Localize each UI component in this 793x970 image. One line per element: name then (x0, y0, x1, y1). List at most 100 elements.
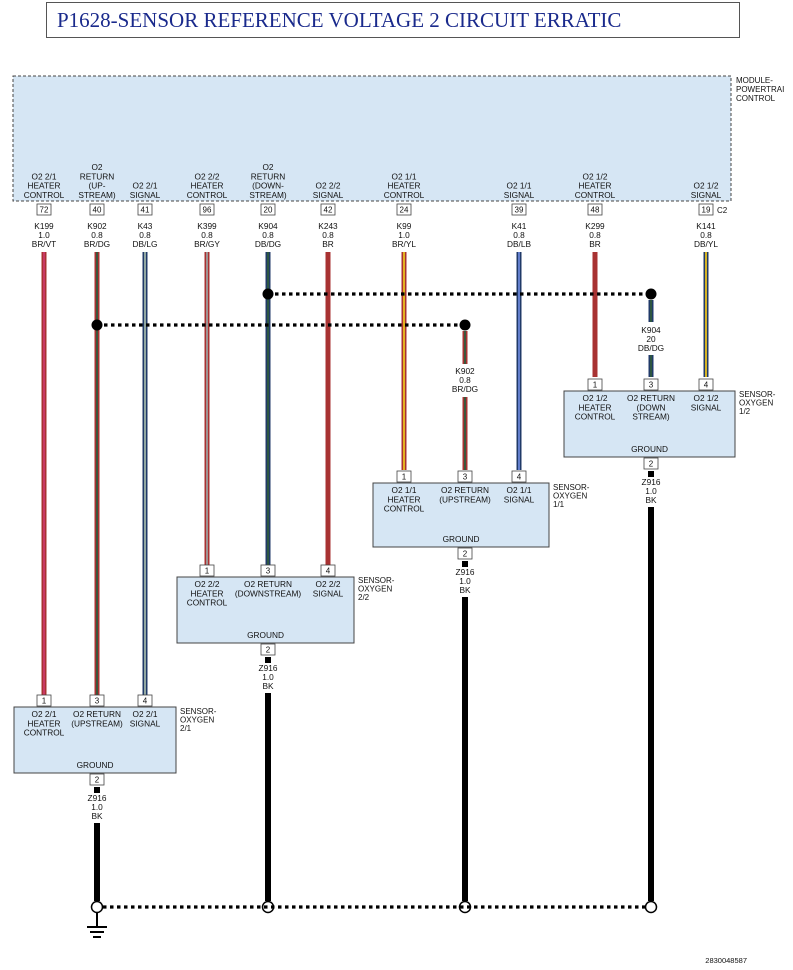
sensor-pin (36, 694, 52, 707)
sensor-pin-label: CONTROL (575, 412, 616, 422)
module-pin-function: HEATER (387, 181, 420, 191)
splice-k902-origin (91, 319, 103, 331)
wire-k43-stripe (144, 252, 146, 695)
module-pin (698, 203, 714, 216)
wire-color: BR/GY (194, 239, 220, 249)
sensor-pin-label: (UPSTREAM) (71, 718, 123, 728)
ground-wire (648, 507, 654, 901)
wire-gauge: 1.0 (398, 230, 410, 240)
module-pin (36, 203, 52, 216)
module-pin-function: (UP- (88, 181, 105, 191)
wire-gauge: 0.8 (91, 230, 103, 240)
wire-circuit: K399 (197, 221, 217, 231)
sensor-pin-label: SIGNAL (691, 402, 722, 412)
sensor-pin-label: O2 1/1 (392, 485, 417, 495)
sensor-name: SENSOR- (739, 390, 776, 399)
module-pin (396, 203, 412, 216)
wire-k902-main-stripe (96, 252, 98, 695)
module-pin-function: HEATER (578, 181, 611, 191)
ground-wire-stub (265, 657, 271, 663)
sensor-pin-label: 1 (205, 567, 210, 576)
module-pin-function: O2 2/1 (133, 181, 158, 191)
sensor-pin-label: HEATER (578, 402, 611, 412)
ground-wire-gauge: 1.0 (459, 576, 471, 586)
sensor-pin-label: SIGNAL (504, 494, 535, 504)
sensor-box (13, 706, 177, 774)
sensor-name: SENSOR- (358, 576, 395, 585)
wire-k199-stripe (43, 252, 45, 695)
module-pin-label: 19 (702, 206, 711, 215)
wire-color: BR (322, 239, 334, 249)
ground-wire-gauge: 1.0 (262, 672, 274, 682)
sensor-pin-label: O2 1/2 (694, 393, 719, 403)
wire-color: BR/VT (32, 239, 56, 249)
module-pin-function: O2 1/2 (694, 181, 719, 191)
module-name: POWERTRAI (736, 85, 784, 94)
connector-label: C2 (717, 206, 728, 215)
module-pin (260, 203, 276, 216)
sensor-ground-label: GROUND (77, 760, 114, 770)
wire-circuit: K904 (258, 221, 278, 231)
wire-k41-stripe (518, 252, 520, 470)
ground-wire-stub (462, 561, 468, 567)
module-pin-label: 72 (40, 206, 49, 215)
sensor-pin-label: HEATER (190, 588, 223, 598)
module-pin-function: O2 2/2 (195, 171, 220, 181)
sensor-pin (643, 378, 659, 391)
splice-k902-gauge: 0.8 (459, 375, 471, 385)
module-pin-function: CONTROL (575, 190, 616, 200)
ground-splice-node (90, 900, 104, 914)
sensor-box (176, 576, 355, 644)
sensor-name: 1/1 (553, 500, 565, 509)
module-name: MODULE- (736, 76, 773, 85)
sensor-pin-label: 3 (649, 381, 654, 390)
module-pin-label: 42 (324, 206, 333, 215)
sensor-ground-label: GROUND (631, 444, 668, 454)
wire-k904-branch-lower-stripe (650, 355, 652, 377)
splice-k902-color: BR/DG (452, 384, 478, 394)
sensor-pin-label: 1 (402, 473, 407, 482)
wire-k904-main-stripe (267, 252, 269, 565)
sensor-pin (199, 564, 215, 577)
sensor-pin-label: (UPSTREAM) (439, 494, 491, 504)
sensor-pin-label: (DOWNSTREAM) (235, 588, 302, 598)
module-pin-function: SIGNAL (130, 190, 161, 200)
wire-gauge: 0.8 (139, 230, 151, 240)
module-pin-function: HEATER (27, 181, 60, 191)
sensor-pin-label: O2 2/1 (133, 709, 158, 719)
sensor-pin-label: O2 1/1 (507, 485, 532, 495)
wire-color: DB/YL (694, 239, 718, 249)
sensor-pin-label: HEATER (27, 718, 60, 728)
wire-gauge: 0.8 (700, 230, 712, 240)
module-pin-function: SIGNAL (504, 190, 535, 200)
ground-wire-circuit: Z916 (642, 477, 661, 487)
wire-color: BR (589, 239, 601, 249)
sensor-pin-label: 1 (593, 381, 598, 390)
module-pin (199, 203, 215, 216)
ground-wire-circuit: Z916 (88, 793, 107, 803)
splice-k904-origin (262, 288, 274, 300)
sensor-pin-label: SIGNAL (313, 588, 344, 598)
module-pin-function: SIGNAL (691, 190, 722, 200)
sensor-ground-pin (457, 547, 473, 560)
sensor-pin-label: O2 2/1 (32, 709, 57, 719)
sensor-ground-pin (643, 457, 659, 470)
sensor-ground-label: GROUND (443, 534, 480, 544)
wire-gauge: 1.0 (38, 230, 50, 240)
module-pin-label: 96 (203, 206, 212, 215)
sensor-name: 1/2 (739, 407, 751, 416)
document-id: 2830048587 (705, 956, 747, 965)
module-pin-function: O2 2/2 (316, 181, 341, 191)
sensor-pin-label: CONTROL (187, 598, 228, 608)
wire-color: DB/DG (255, 239, 281, 249)
ground-wire (94, 823, 100, 901)
ground-wire-gauge: 1.0 (91, 802, 103, 812)
module-pin-function: O2 1/1 (507, 181, 532, 191)
sensor-pin-label: O2 2/2 (195, 579, 220, 589)
wire-gauge: 0.8 (322, 230, 334, 240)
sensor-pin-label: HEATER (387, 494, 420, 504)
module-pin-function: (DOWN- (252, 181, 284, 191)
module-pin-function: RETURN (251, 171, 286, 181)
module-pin-label: 24 (400, 206, 409, 215)
